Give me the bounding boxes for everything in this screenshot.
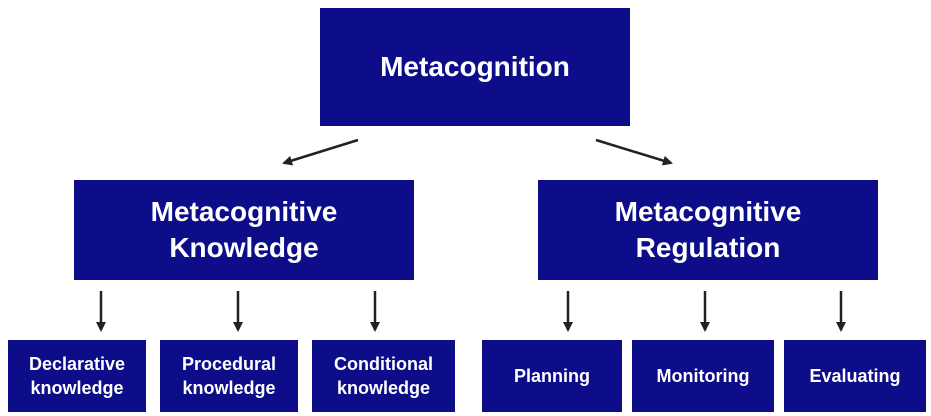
monitoring-node: Monitoring <box>632 340 774 412</box>
leaf-line1: Declarative <box>28 354 126 374</box>
leaf-label: Evaluating <box>809 366 901 386</box>
leaf-line2: knowledge <box>336 378 430 398</box>
planning-node: Planning <box>482 340 622 412</box>
leaf-line2: knowledge <box>182 378 276 398</box>
metacognitive-regulation-node: Metacognitive Regulation <box>538 180 878 280</box>
arrow-root-to-regulation <box>595 138 673 166</box>
metacognitive-knowledge-node: Metacognitive Knowledge <box>74 180 414 280</box>
metacognition-node: Metacognition <box>320 8 630 126</box>
procedural-knowledge-node: Procedural knowledge <box>160 340 298 412</box>
leaf-label: Planning <box>514 366 590 386</box>
regulation-node-line1: Metacognitive <box>614 196 802 227</box>
knowledge-node-line2: Knowledge <box>169 232 319 263</box>
conditional-knowledge-node: Conditional knowledge <box>312 340 455 412</box>
declarative-knowledge-node: Declarative knowledge <box>8 340 146 412</box>
arrow-root-to-knowledge <box>282 138 359 166</box>
leaf-line1: Conditional <box>334 354 433 374</box>
evaluating-node: Evaluating <box>784 340 926 412</box>
regulation-node-line2: Regulation <box>635 232 781 263</box>
knowledge-node-line1: Metacognitive <box>150 196 338 227</box>
metacognition-label: Metacognition <box>380 51 570 82</box>
leaf-line2: knowledge <box>30 378 124 398</box>
leaf-line1: Procedural <box>181 354 277 374</box>
leaf-label: Monitoring <box>656 366 750 386</box>
